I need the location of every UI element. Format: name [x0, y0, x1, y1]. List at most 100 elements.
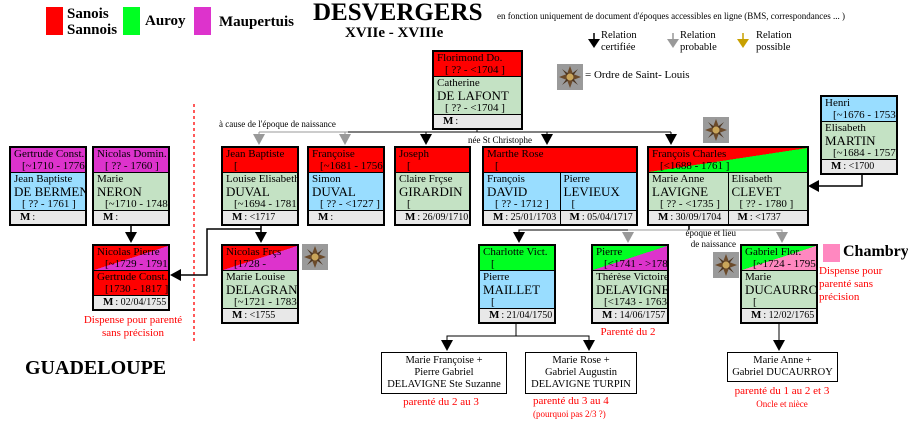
- person-dates: [~1676 - 1753 ]: [833, 109, 896, 121]
- marriage-label: M: [489, 309, 500, 321]
- person-box-gertrude[interactable]: Gertrude Const.[~1710 - 1776 ]Jean Bapti…: [9, 146, 87, 226]
- spouse-line: DAVID: [487, 184, 528, 199]
- spouse-line: DUVAL: [226, 184, 270, 199]
- spouse: Marie LouiseDELAGRANGE[~1721 - 1783 ]: [223, 271, 297, 308]
- spouse-line: NERON: [97, 184, 142, 199]
- spouse-line: [~1710 - 1748 ]: [105, 198, 168, 210]
- person-dates: [: [491, 258, 495, 270]
- note-pourquoi: (pourquoi pas 2/3 ?): [533, 409, 606, 419]
- person-box-francois-charles[interactable]: François Charles[<1688 - 1761 ]Marie Ann…: [647, 146, 809, 226]
- person-head: Gabriel Flor.[~1724 - 1795 ]: [742, 246, 816, 271]
- spouse-line: [~1684 - 1757 ]: [833, 147, 896, 159]
- spouse-line: [ ?? - 1712 ]: [495, 198, 549, 210]
- spouse-line: GIRARDIN: [399, 184, 463, 199]
- arrow-down-icon: [441, 340, 453, 351]
- person-head: Joseph[: [396, 148, 469, 173]
- medal-legend-label: = Ordre de Saint- Louis: [585, 69, 690, 81]
- note-parente-du-2: Parenté du 2: [600, 326, 656, 338]
- spouse-line: LAVIGNE: [652, 184, 709, 199]
- person-head: François Charles[<1688 - 1761 ]: [649, 148, 807, 173]
- saint-louis-cross-icon: [557, 64, 583, 90]
- charlotte-children-connector: [516, 335, 590, 340]
- marriage-label: M: [232, 309, 243, 321]
- marriage-row: M:: [434, 114, 521, 128]
- relation-1-arrow-down-icon: [667, 33, 679, 53]
- spouse-line: Marie Anne: [652, 173, 705, 185]
- marriage-label: M: [103, 211, 114, 223]
- person-head: Henri[~1676 - 1753 ]: [822, 97, 896, 122]
- marriage-row: M: 05/04/1717: [559, 210, 636, 224]
- page-subtitle: XVIIe - XVIIIe: [345, 25, 444, 41]
- couple-line: Gabriel Augustin: [544, 367, 618, 378]
- person-head: Marthe Rose[: [484, 148, 636, 173]
- couple-line: Gabriel DUCAURROY: [732, 367, 833, 378]
- marriage-row: M:: [11, 210, 85, 224]
- spouse-line: [ ?? - 1780 ]: [739, 198, 794, 210]
- spouse-line: Marie: [97, 173, 124, 185]
- saint-louis-cross-icon: [703, 117, 729, 143]
- probable-connector: [628, 229, 783, 233]
- marriage-row: M: 30/09/1704: [649, 210, 728, 224]
- legend-label-auroy: Auroy: [145, 13, 186, 29]
- marriage-label: M: [658, 211, 669, 223]
- person-head: Nicolas Pierre[~1729 - 1791 ]: [94, 246, 168, 271]
- marriage-date: <1700: [848, 161, 875, 172]
- spouse-line: Marie: [745, 271, 772, 283]
- marriage-row: M: <1755: [223, 308, 297, 322]
- person-name: Marthe Rose: [487, 148, 544, 160]
- spouse-line: [<1743 - 1763 ]: [604, 296, 667, 308]
- person-name: Gabriel Flor.: [745, 246, 802, 258]
- marriage-row: M: <1717: [223, 210, 297, 224]
- spouse-line: François: [487, 173, 525, 185]
- arrow-down-icon: [665, 134, 677, 145]
- person-box-nicolas-pierre[interactable]: Nicolas Pierre[~1729 - 1791 ]Gertrude Co…: [92, 244, 170, 311]
- marriage-label: M: [318, 211, 329, 223]
- couple-line: Marie Françoise +: [405, 355, 483, 366]
- person-head: Nicolas Frçs[1728 -: [223, 246, 297, 271]
- spouse-line: Elisabeth: [731, 173, 773, 185]
- person-head: Charlotte Vict.[: [480, 246, 554, 271]
- person-box-pierre[interactable]: Pierre[<1741 - >1786 ]Thérèse VictoireDE…: [591, 244, 669, 324]
- spouse-line: Thérèse Victoire: [596, 271, 667, 283]
- marriage-label: M: [443, 115, 454, 127]
- descendant-couple-box[interactable]: Marie Anne +Gabriel DUCAURROY: [727, 352, 838, 382]
- marriage-date: 21/04/1750: [506, 310, 553, 321]
- spouse-line: Catherine: [437, 77, 480, 89]
- spouse-line: [: [571, 198, 576, 210]
- marriage-row: M: 25/01/1703: [484, 210, 560, 224]
- spouse-line: MAILLET: [483, 282, 541, 297]
- marriage-label: M: [602, 309, 613, 321]
- arrow-down-icon: [125, 232, 137, 243]
- person-box-nicolas-frcs[interactable]: Nicolas Frçs[1728 -Marie LouiseDELAGRANG…: [221, 244, 299, 324]
- marriage-label: M: [232, 211, 243, 223]
- arrow-down-icon: [541, 134, 553, 145]
- marriage-date: 02/04/1755: [120, 297, 167, 308]
- couple-line: Marie Rose +: [552, 355, 610, 366]
- source-note: en fonction uniquement de document d'épo…: [497, 11, 846, 21]
- marriage-date: <1717: [249, 212, 276, 223]
- page-title: DESVERGERS: [313, 0, 483, 26]
